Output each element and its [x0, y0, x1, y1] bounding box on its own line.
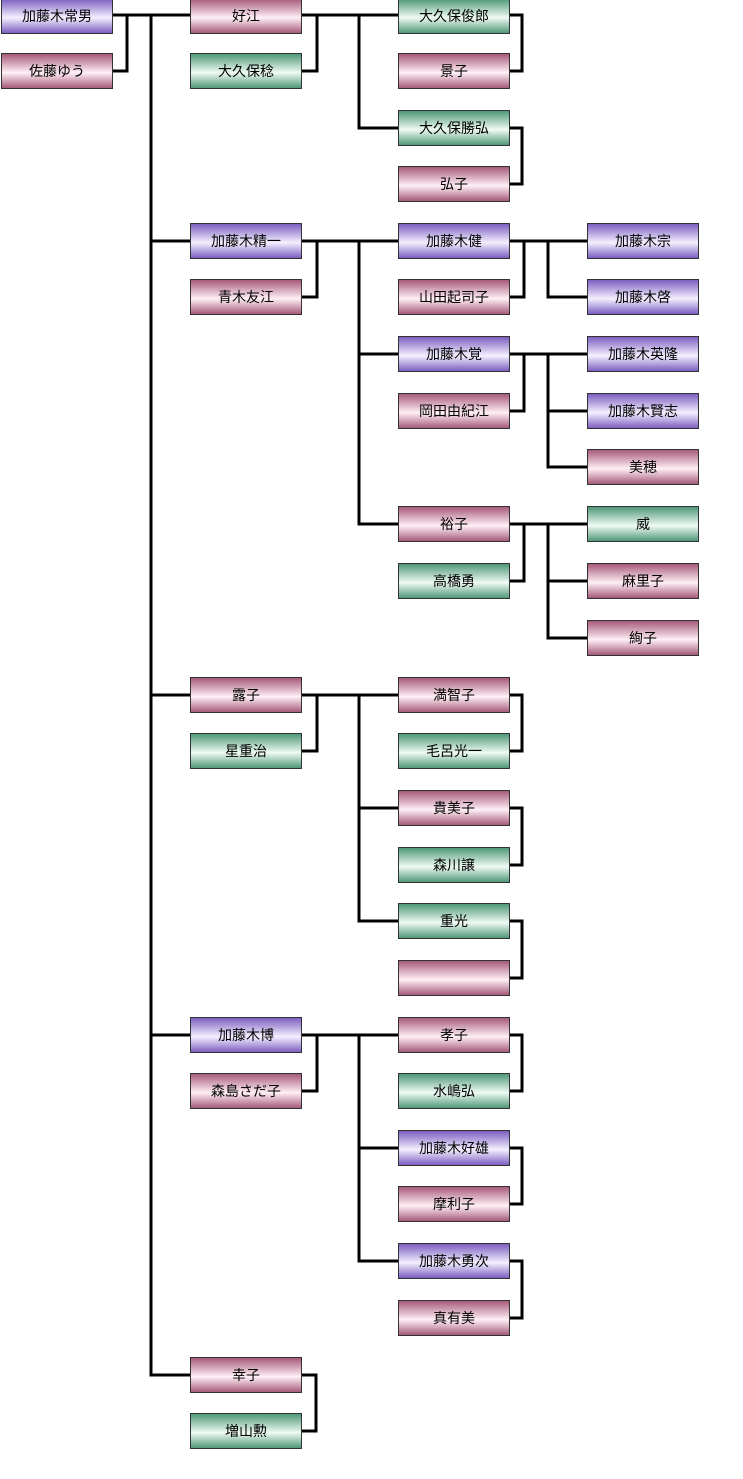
person-node: 満智子: [398, 677, 510, 713]
person-name: 加藤木好雄: [419, 1141, 489, 1157]
person-name: 森川譲: [433, 858, 475, 874]
person-name: 加藤木啓: [615, 290, 671, 306]
person-name: 裕子: [440, 517, 468, 533]
person-node: 星重治: [190, 733, 302, 769]
person-name: 岡田由紀江: [419, 404, 489, 420]
person-node: 絢子: [587, 620, 699, 656]
person-name: 加藤木英隆: [608, 347, 678, 363]
person-node: 重光: [398, 903, 510, 939]
person-node: 青木友江: [190, 279, 302, 315]
person-node: 加藤木健: [398, 223, 510, 259]
person-name: 真有美: [433, 1311, 475, 1327]
person-node: 山田起司子: [398, 279, 510, 315]
person-name: 大久保勝弘: [419, 121, 489, 137]
person-node: 弘子: [398, 166, 510, 202]
person-name: 加藤木宗: [615, 234, 671, 250]
person-name: 水嶋弘: [433, 1084, 475, 1100]
person-node: 摩利子: [398, 1186, 510, 1222]
person-node: 幸子: [190, 1357, 302, 1393]
person-name: 毛呂光一: [426, 744, 482, 760]
person-name: 大久保稔: [218, 64, 274, 80]
person-node: 加藤木好雄: [398, 1130, 510, 1166]
person-node: 大久保勝弘: [398, 110, 510, 146]
person-name: 増山勲: [225, 1424, 267, 1440]
person-node: 加藤木啓: [587, 279, 699, 315]
person-name: 景子: [440, 64, 468, 80]
person-name: 加藤木常男: [22, 9, 92, 25]
person-node: 森島さだ子: [190, 1073, 302, 1109]
person-name: 貴美子: [433, 801, 475, 817]
person-node: 美穂: [587, 449, 699, 485]
person-name: 弘子: [440, 177, 468, 193]
person-node: 景子: [398, 53, 510, 89]
person-node: 裕子: [398, 506, 510, 542]
person-node: 森川譲: [398, 847, 510, 883]
person-node: 大久保稔: [190, 53, 302, 89]
person-node: 威: [587, 506, 699, 542]
person-node: 麻里子: [587, 563, 699, 599]
person-node: 加藤木英隆: [587, 336, 699, 372]
person-node: [398, 960, 510, 996]
person-node: 加藤木常男: [1, 0, 113, 34]
person-node: 真有美: [398, 1300, 510, 1336]
person-name: 重光: [440, 914, 468, 930]
person-node: 孝子: [398, 1017, 510, 1053]
person-name: 絢子: [629, 631, 657, 647]
person-name: 山田起司子: [419, 290, 489, 306]
person-node: 増山勲: [190, 1413, 302, 1449]
person-node: 加藤木勇次: [398, 1243, 510, 1279]
person-name: 摩利子: [433, 1197, 475, 1213]
person-node: 大久保俊郎: [398, 0, 510, 34]
person-name: 威: [636, 517, 650, 533]
person-name: 星重治: [225, 744, 267, 760]
person-name: 大久保俊郎: [419, 9, 489, 25]
person-name: 美穂: [629, 460, 657, 476]
person-node: 毛呂光一: [398, 733, 510, 769]
person-name: 好江: [232, 9, 260, 25]
person-name: 麻里子: [622, 574, 664, 590]
person-name: 加藤木覚: [426, 347, 482, 363]
person-node: 加藤木賢志: [587, 393, 699, 429]
person-name: 佐藤ゆう: [29, 64, 85, 80]
person-node: 岡田由紀江: [398, 393, 510, 429]
person-node: 高橋勇: [398, 563, 510, 599]
person-name: 加藤木健: [426, 234, 482, 250]
person-name: 加藤木精一: [211, 234, 281, 250]
person-name: 露子: [232, 688, 260, 704]
person-name: 森島さだ子: [211, 1084, 281, 1100]
person-node: 加藤木精一: [190, 223, 302, 259]
person-name: 青木友江: [218, 290, 274, 306]
person-node: 加藤木博: [190, 1017, 302, 1053]
person-node: 佐藤ゆう: [1, 53, 113, 89]
person-name: 幸子: [232, 1368, 260, 1384]
person-name: 加藤木勇次: [419, 1254, 489, 1270]
person-node: 好江: [190, 0, 302, 34]
person-node: 加藤木覚: [398, 336, 510, 372]
person-node: 露子: [190, 677, 302, 713]
person-name: 加藤木賢志: [608, 404, 678, 420]
person-node: 加藤木宗: [587, 223, 699, 259]
person-node: 貴美子: [398, 790, 510, 826]
person-name: 加藤木博: [218, 1028, 274, 1044]
person-name: 満智子: [433, 688, 475, 704]
person-node: 水嶋弘: [398, 1073, 510, 1109]
person-name: 高橋勇: [433, 574, 475, 590]
person-name: 孝子: [440, 1028, 468, 1044]
